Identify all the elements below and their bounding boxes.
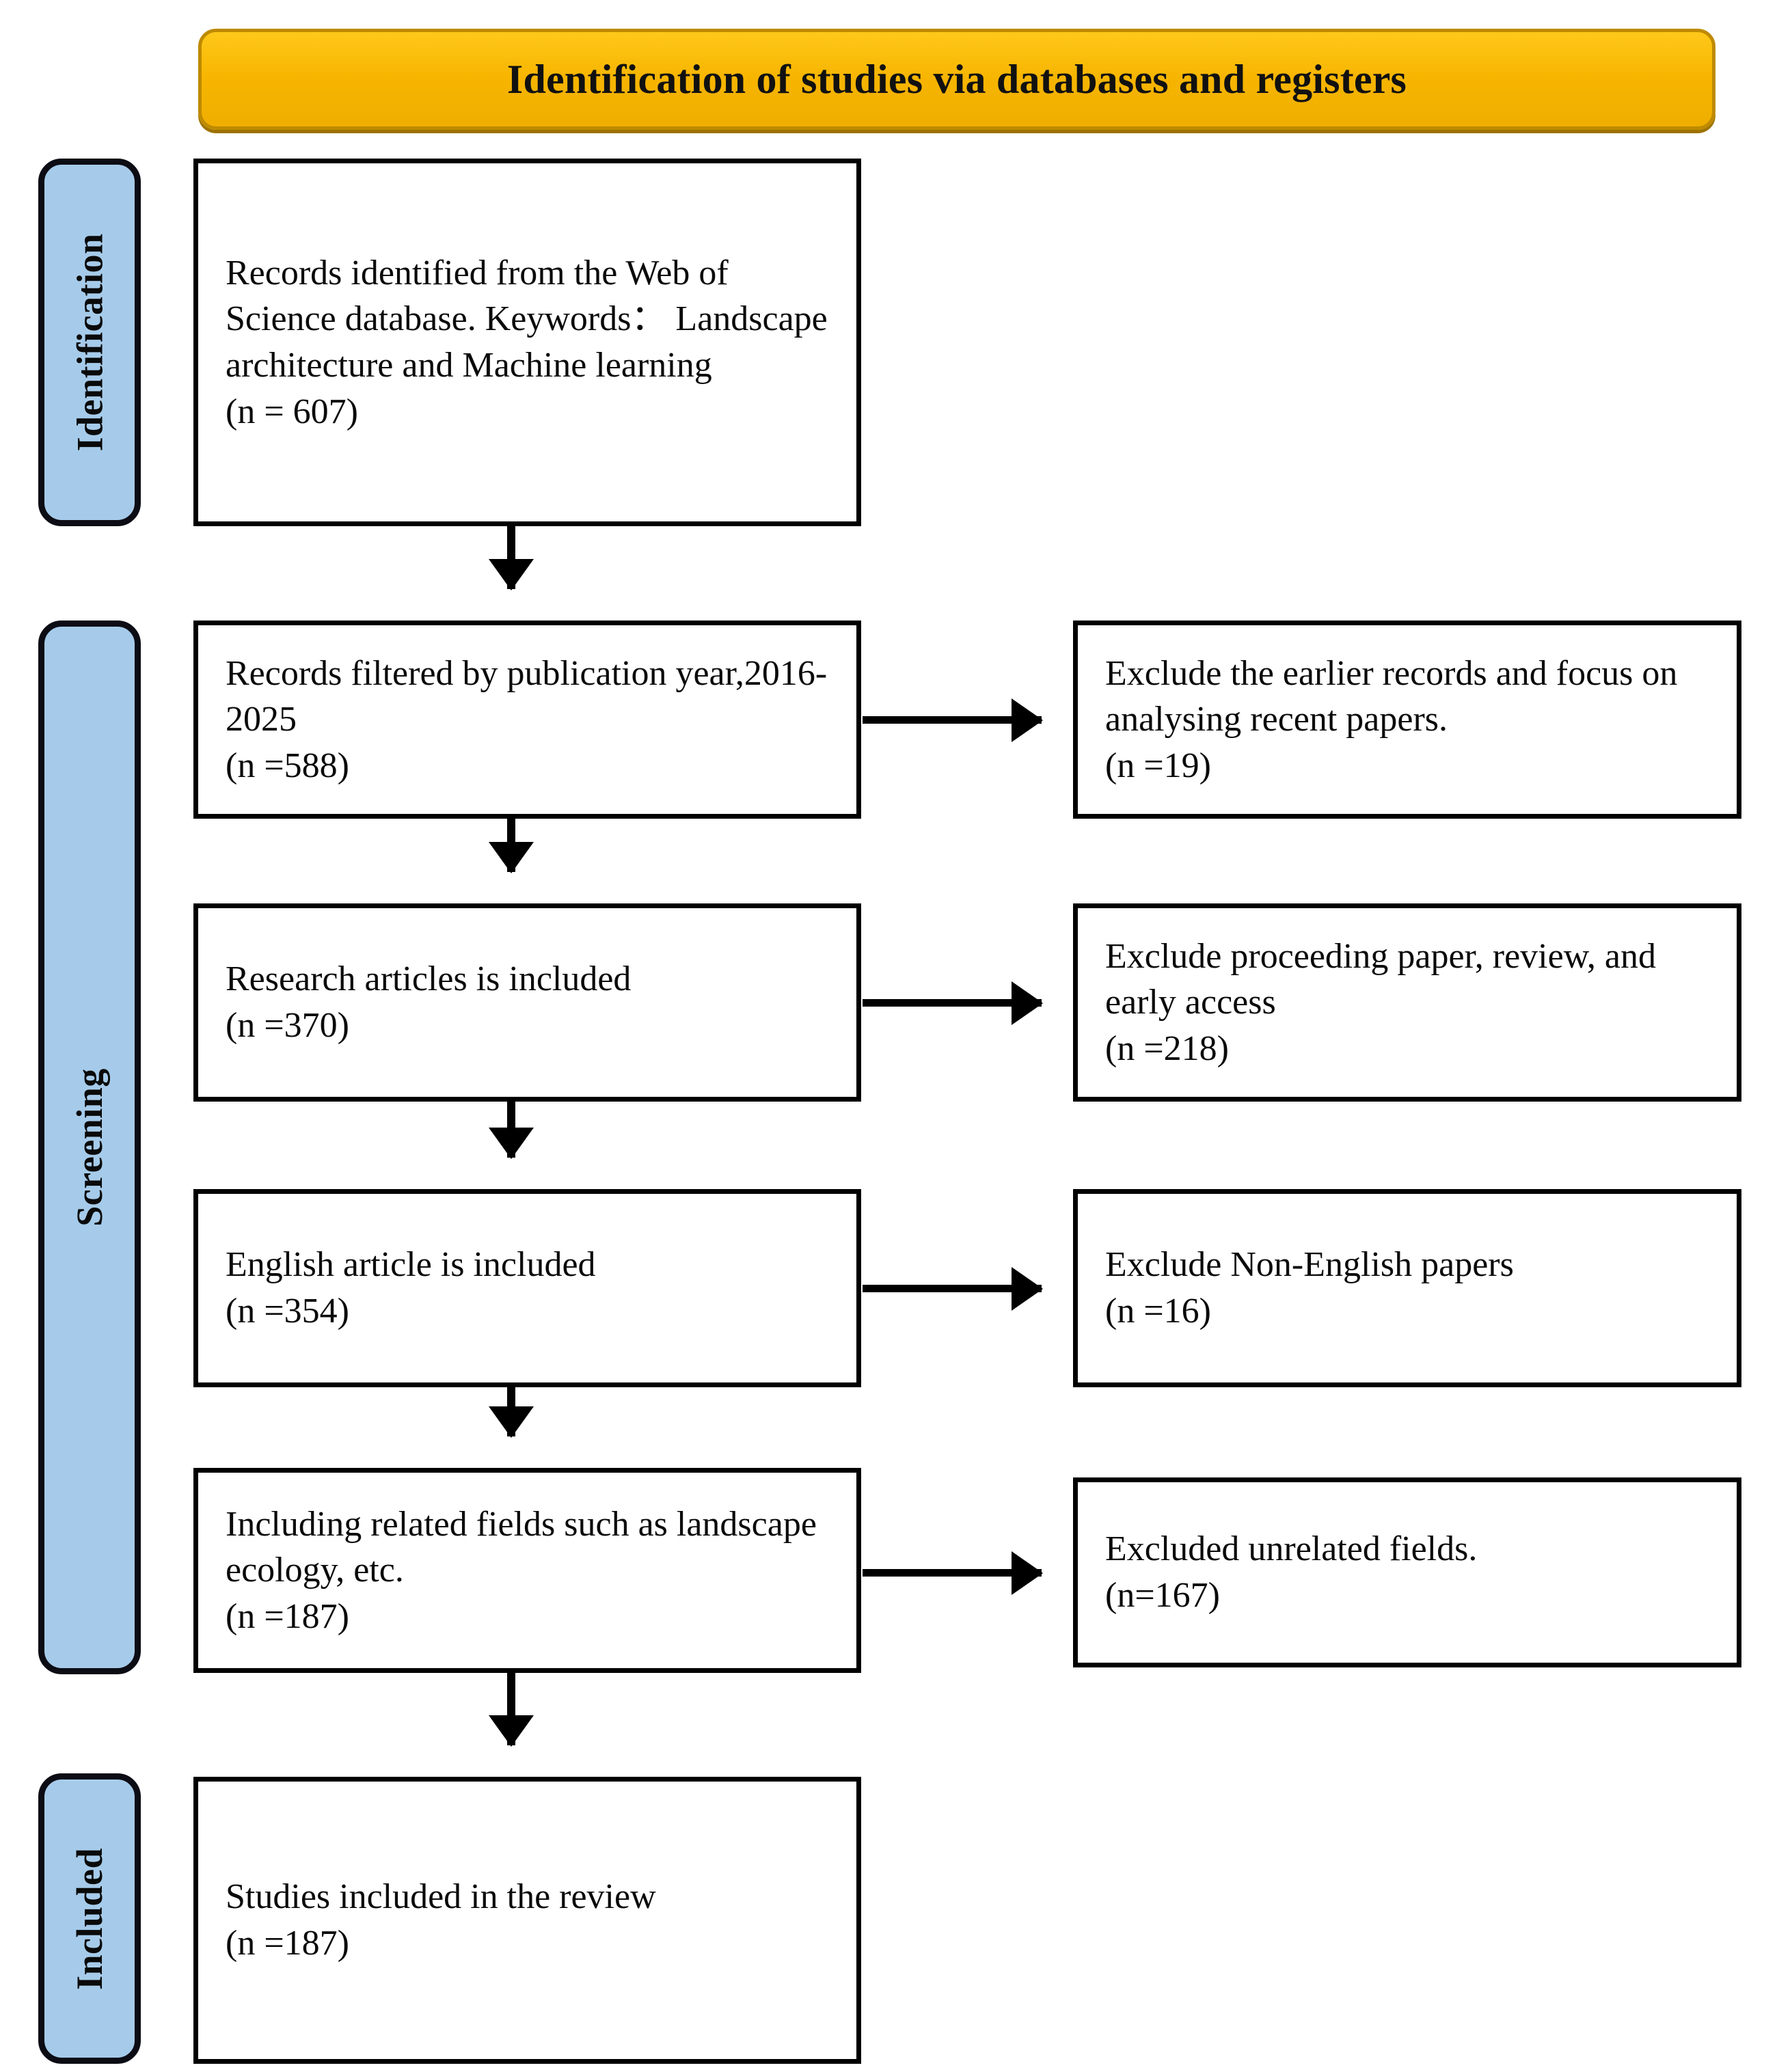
arrow-identified-to-filtered — [489, 526, 534, 590]
box-studies-included-in-review-text: Studies included in the review (n =187) — [226, 1877, 656, 1963]
arrow-filtered-to-exclude-year — [863, 698, 1043, 742]
box-including-related-fields: Including related fields such as landsca… — [193, 1468, 861, 1673]
box-excluded-unrelated-fields-text: Excluded unrelated fields. (n=167) — [1105, 1529, 1478, 1615]
diagram-title-banner: Identification of studies via databases … — [198, 29, 1715, 130]
arrow-research-to-exclude-type — [863, 981, 1043, 1025]
box-including-related-fields-text: Including related fields such as landsca… — [226, 1504, 817, 1636]
diagram-title-text: Identification of studies via databases … — [506, 57, 1407, 102]
box-records-identified: Records identified from the Web of Scien… — [193, 159, 861, 526]
box-exclude-earlier-records-text: Exclude the earlier records and focus on… — [1105, 653, 1678, 785]
box-research-articles-included-text: Research articles is included (n =370) — [226, 959, 632, 1045]
box-exclude-proceeding-paper: Exclude proceeding paper, review, and ea… — [1073, 903, 1741, 1102]
box-research-articles-included: Research articles is included (n =370) — [193, 903, 861, 1102]
box-english-article-included: English article is included (n =354) — [193, 1189, 861, 1387]
stage-label-identification-text: Identification — [69, 233, 111, 452]
arrow-filtered-to-research — [489, 819, 534, 873]
box-records-filtered: Records filtered by publication year,201… — [193, 621, 861, 819]
stage-label-included: Included — [38, 1773, 141, 2064]
box-exclude-proceeding-paper-text: Exclude proceeding paper, review, and ea… — [1105, 936, 1656, 1068]
arrow-research-to-english — [489, 1102, 534, 1159]
box-exclude-non-english-papers-text: Exclude Non-English papers (n =16) — [1105, 1245, 1514, 1331]
box-exclude-earlier-records: Exclude the earlier records and focus on… — [1073, 621, 1741, 819]
stage-label-identification: Identification — [38, 159, 141, 526]
box-english-article-included-text: English article is included (n =354) — [226, 1245, 596, 1331]
stage-label-screening: Screening — [38, 621, 141, 1674]
arrow-related-to-included — [489, 1673, 534, 1747]
box-records-filtered-text: Records filtered by publication year,201… — [226, 653, 828, 785]
arrow-english-to-related-fields — [489, 1387, 534, 1438]
box-exclude-non-english-papers: Exclude Non-English papers (n =16) — [1073, 1189, 1741, 1387]
box-studies-included-in-review: Studies included in the review (n =187) — [193, 1777, 861, 2064]
stage-label-included-text: Included — [69, 1847, 110, 1990]
stage-label-screening-text: Screening — [69, 1068, 110, 1227]
box-excluded-unrelated-fields: Excluded unrelated fields. (n=167) — [1073, 1477, 1741, 1667]
box-records-identified-text: Records identified from the Web of Scien… — [226, 253, 828, 431]
arrow-related-to-exclude-fields — [863, 1551, 1043, 1595]
arrow-english-to-exclude-language — [863, 1267, 1043, 1311]
